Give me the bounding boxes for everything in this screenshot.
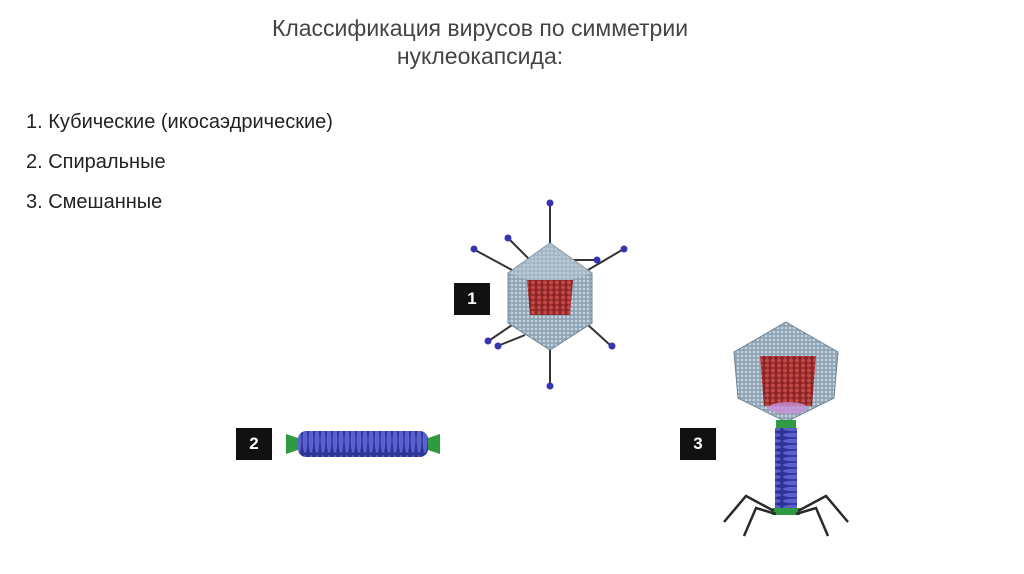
figure-3-label: 3 [680, 428, 716, 460]
bacteriophage-icon [716, 318, 856, 540]
title-line-1: Классификация вирусов по симметрии [0, 14, 960, 42]
slide-title: Классификация вирусов по симметрии нукле… [0, 14, 960, 70]
classification-list: 1. Кубические (икосаэдрические) 2. Спира… [26, 102, 333, 222]
helical-virus-icon [284, 426, 444, 462]
list-item-cubic: 1. Кубические (икосаэдрические) [26, 102, 333, 142]
list-item-helical: 2. Спиральные [26, 142, 333, 182]
list-item-mixed: 3. Смешанные [26, 182, 333, 222]
icosahedral-virus-icon [470, 195, 640, 390]
figure-2-label: 2 [236, 428, 272, 460]
title-line-2: нуклеокапсида: [0, 42, 960, 70]
